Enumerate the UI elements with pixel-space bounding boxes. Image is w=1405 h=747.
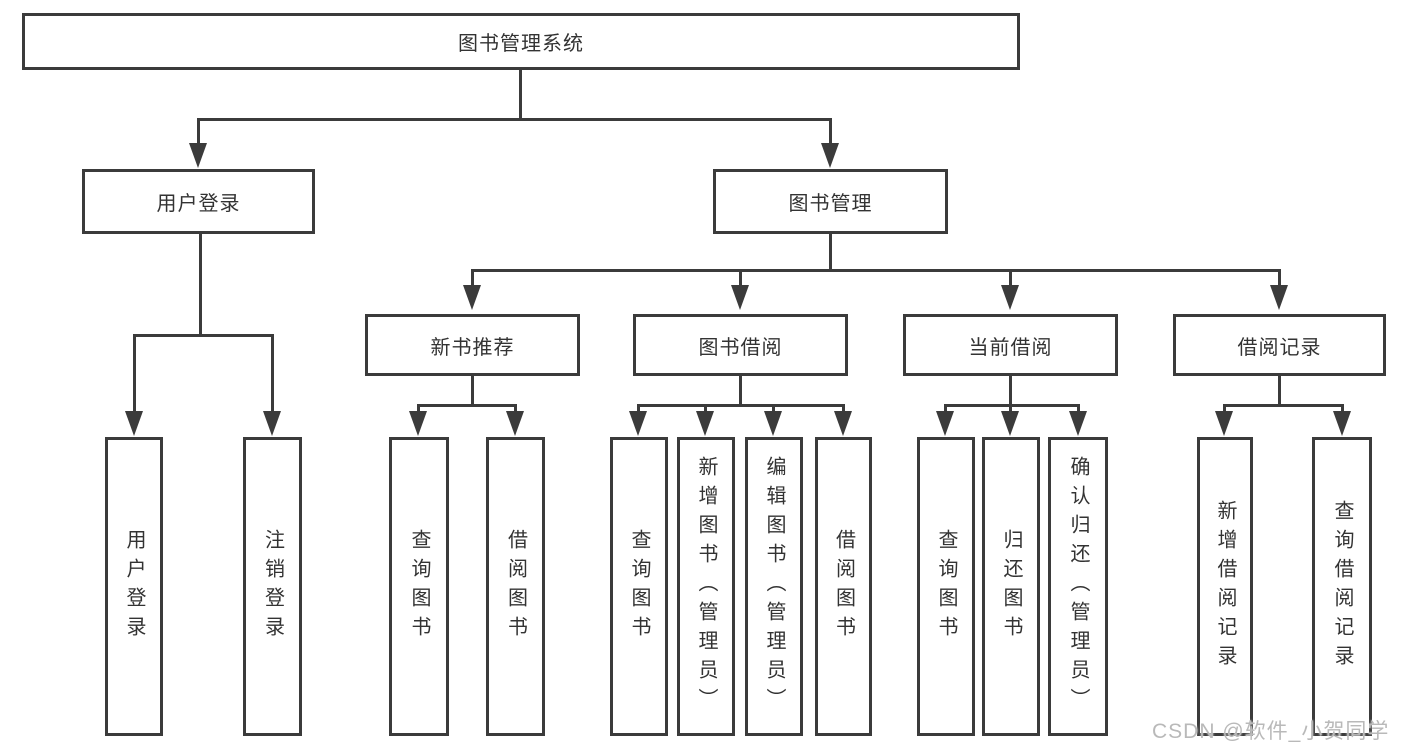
leaf-label: 新增借阅记录 <box>1214 499 1236 674</box>
arrow-down-icon <box>1001 411 1019 436</box>
leaf-label: 查询图书 <box>935 528 957 645</box>
arrow-down-icon <box>629 411 647 436</box>
node-label: 新书推荐 <box>430 336 515 359</box>
connector-line <box>1009 376 1012 407</box>
leaf-label: 新增图书（管理员） <box>695 456 717 717</box>
leaf-borrow-books-recommend: 借阅图书 <box>486 437 545 736</box>
leaf-query-borrow-record: 查询借阅记录 <box>1312 437 1372 736</box>
connector-line <box>133 334 136 418</box>
arrow-down-icon <box>936 411 954 436</box>
node-label: 借阅记录 <box>1237 336 1322 359</box>
connector-line <box>199 233 202 337</box>
leaf-label: 查询图书 <box>628 528 650 645</box>
node-label: 当前借阅 <box>968 336 1053 359</box>
arrow-down-icon <box>1270 285 1288 310</box>
leaf-label: 查询借阅记录 <box>1331 499 1353 674</box>
arrow-down-icon <box>1001 285 1019 310</box>
connector-line <box>1009 269 1012 289</box>
leaf-label: 归还图书 <box>1000 528 1022 645</box>
connector-line <box>1223 404 1344 407</box>
leaf-label: 借阅图书 <box>832 528 855 645</box>
leaf-label: 编辑图书（管理员） <box>763 456 785 717</box>
connector-line <box>739 269 742 289</box>
arrow-down-icon <box>731 285 749 310</box>
node-book-management: 图书管理 <box>713 169 948 234</box>
leaf-query-books-recommend: 查询图书 <box>389 437 449 736</box>
connector-line <box>1278 269 1281 289</box>
arrow-down-icon <box>1333 411 1351 436</box>
connector-line <box>471 376 474 407</box>
arrow-down-icon <box>1215 411 1233 436</box>
arrow-down-icon <box>125 411 143 436</box>
arrow-down-icon <box>263 411 281 436</box>
leaf-label: 借阅图书 <box>504 528 527 645</box>
leaf-label: 用户登录 <box>123 528 145 645</box>
arrow-down-icon <box>463 285 481 310</box>
node-borrowing-records: 借阅记录 <box>1173 314 1386 376</box>
node-current-borrowing: 当前借阅 <box>903 314 1118 376</box>
connector-line <box>1278 376 1281 407</box>
node-label: 图书管理系统 <box>458 33 584 55</box>
connector-line <box>739 376 742 407</box>
arrow-down-icon <box>506 411 524 436</box>
leaf-query-books-current: 查询图书 <box>917 437 975 736</box>
arrow-down-icon <box>1069 411 1087 436</box>
leaf-query-books-borrowing: 查询图书 <box>610 437 668 736</box>
arrow-down-icon <box>834 411 852 436</box>
connector-line <box>829 233 832 272</box>
connector-line <box>829 118 832 150</box>
arrow-down-icon <box>821 143 839 168</box>
connector-line <box>417 404 517 407</box>
arrow-down-icon <box>696 411 714 436</box>
node-label: 图书管理 <box>788 193 873 215</box>
connector-line <box>471 269 1281 272</box>
connector-line <box>197 118 832 121</box>
connector-line <box>519 70 522 121</box>
leaf-edit-books-admin: 编辑图书（管理员） <box>745 437 803 736</box>
node-new-book-recommend: 新书推荐 <box>365 314 580 376</box>
node-book-borrowing: 图书借阅 <box>633 314 848 376</box>
arrow-down-icon <box>764 411 782 436</box>
node-user-login: 用户登录 <box>82 169 315 234</box>
leaf-user-login: 用户登录 <box>105 437 163 736</box>
connector-line <box>197 118 200 150</box>
leaf-add-borrow-record: 新增借阅记录 <box>1197 437 1253 736</box>
leaf-add-books-admin: 新增图书（管理员） <box>677 437 735 736</box>
leaf-confirm-return-admin: 确认归还（管理员） <box>1048 437 1108 736</box>
leaf-logout: 注销登录 <box>243 437 302 736</box>
node-label: 用户登录 <box>156 193 241 215</box>
connector-line <box>133 334 274 337</box>
csdn-watermark: CSDN @软件_小贺同学 <box>1152 720 1390 743</box>
leaf-borrow-books: 借阅图书 <box>815 437 872 736</box>
node-label: 图书借阅 <box>698 336 783 359</box>
leaf-label: 注销登录 <box>261 528 284 645</box>
node-library-management-system: 图书管理系统 <box>22 13 1020 70</box>
connector-line <box>637 404 845 407</box>
leaf-label: 确认归还（管理员） <box>1067 456 1089 717</box>
connector-line <box>471 269 474 289</box>
connector-line <box>271 334 274 418</box>
leaf-return-books: 归还图书 <box>982 437 1040 736</box>
connector-line <box>944 404 1080 407</box>
leaf-label: 查询图书 <box>408 528 430 645</box>
arrow-down-icon <box>189 143 207 168</box>
arrow-down-icon <box>409 411 427 436</box>
